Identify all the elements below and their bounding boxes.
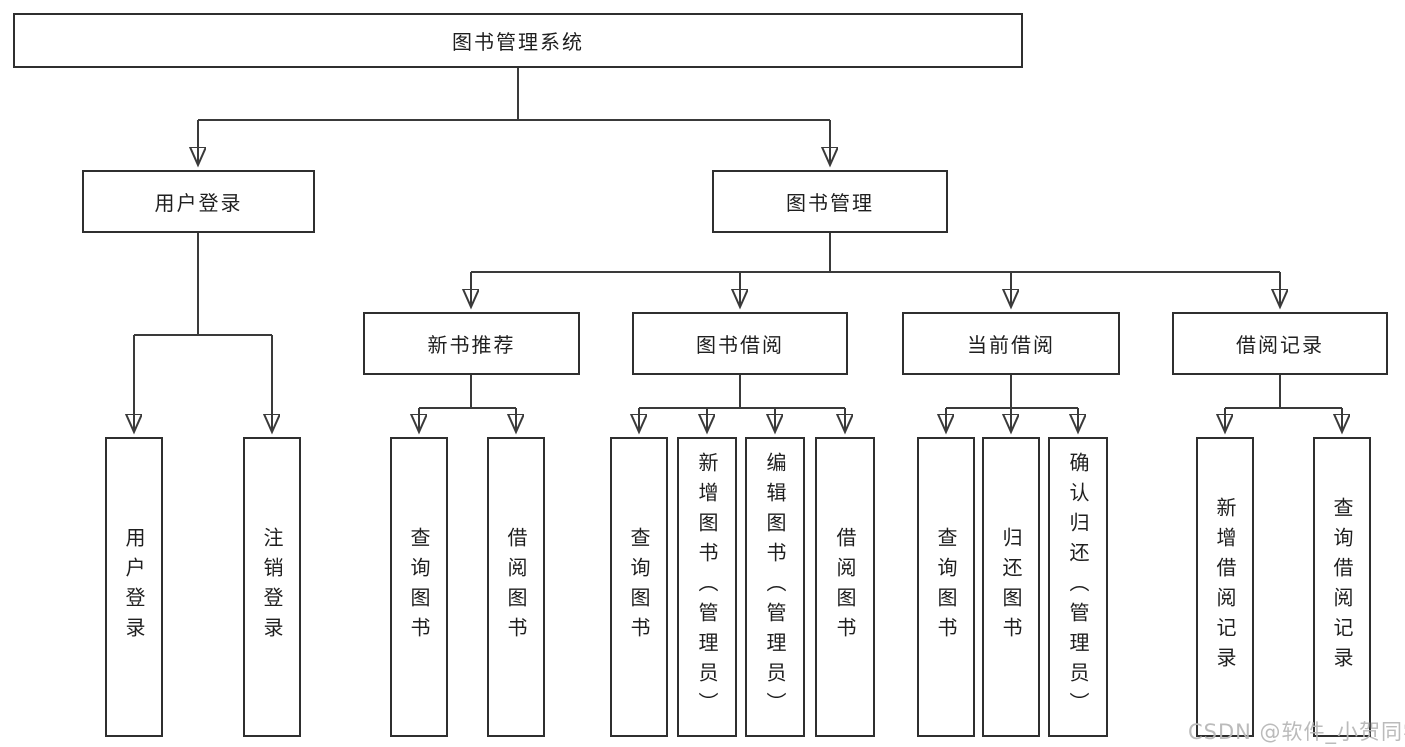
connector-borrowing-records-trunk: [1225, 375, 1342, 409]
node-borrowing-records: 借阅记录: [1172, 312, 1388, 375]
node-borrow-books-recommend: 借阅图书: [487, 437, 545, 737]
connector-user-login-trunk: [134, 233, 272, 336]
node-book-management: 图书管理: [712, 170, 948, 233]
node-query-books-current: 查询图书: [917, 437, 975, 737]
node-query-books-borrowing: 查询图书: [610, 437, 668, 737]
node-borrow-books-borrowing: 借阅图书: [815, 437, 875, 737]
connector-book-borrowing-trunk: [639, 375, 845, 409]
node-confirm-return-admin: 确认归还（管理员）: [1048, 437, 1108, 737]
node-library-management-system: 图书管理系统: [13, 13, 1023, 68]
connector-root-trunk: [198, 68, 830, 121]
node-add-borrow-record: 新增借阅记录: [1196, 437, 1254, 737]
connector-book-management-trunk: [471, 233, 1280, 273]
node-query-borrow-record: 查询借阅记录: [1313, 437, 1371, 737]
node-new-book-recommendation: 新书推荐: [363, 312, 580, 375]
node-book-borrowing: 图书借阅: [632, 312, 848, 375]
node-user-login-branch: 用户登录: [82, 170, 315, 233]
node-return-books: 归还图书: [982, 437, 1040, 737]
node-add-book-admin: 新增图书（管理员）: [677, 437, 737, 737]
node-query-books-recommend: 查询图书: [390, 437, 448, 737]
node-user-login: 用户登录: [105, 437, 163, 737]
connector-current-borrowing-trunk: [946, 375, 1078, 409]
connector-new-book-trunk: [419, 375, 516, 409]
node-current-borrowing: 当前借阅: [902, 312, 1120, 375]
node-logout-login: 注销登录: [243, 437, 301, 737]
watermark: CSDN @软件_小贺同学: [1188, 720, 1405, 744]
node-edit-book-admin: 编辑图书（管理员）: [745, 437, 805, 737]
